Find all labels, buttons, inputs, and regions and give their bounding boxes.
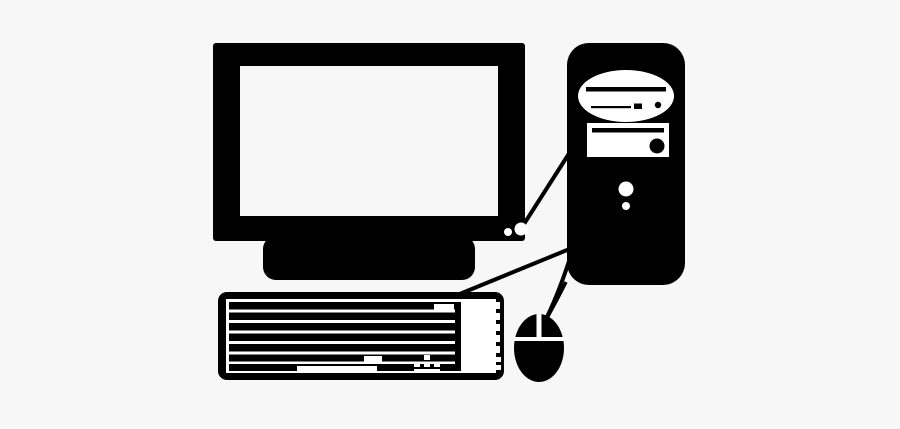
mouse-button-seam <box>514 337 564 341</box>
secondary-drive-button-icon <box>649 138 665 154</box>
numpad-key <box>475 324 482 331</box>
tower-case <box>567 43 685 285</box>
monitor-led-small-icon <box>504 228 512 236</box>
numpad-key <box>496 357 501 362</box>
keyboard-row-endcap <box>455 302 461 371</box>
keyboard-mod-key <box>434 362 440 367</box>
keyboard-row <box>229 323 455 331</box>
keyboard-cable <box>444 246 573 302</box>
keyboard-mod-key <box>414 369 440 373</box>
monitor-cable <box>522 150 572 226</box>
numpad-key <box>485 346 492 353</box>
monitor-power-button-icon <box>514 222 528 236</box>
monitor-screen <box>240 66 498 216</box>
numpad-key <box>465 346 472 353</box>
numpad-key <box>485 324 492 331</box>
keyboard-mod-key <box>424 355 430 360</box>
secondary-drive-slot <box>592 128 664 133</box>
mouse-cable-tail <box>545 281 568 319</box>
keyboard-spacebar <box>297 366 377 372</box>
numpad-key <box>475 313 482 320</box>
optical-drive-line <box>591 106 631 109</box>
numpad-key <box>495 346 500 353</box>
keyboard-row <box>229 354 455 362</box>
numpad-key <box>465 313 472 320</box>
mouse-button-divider <box>536 314 542 340</box>
mouse-body <box>514 314 564 382</box>
keyboard-numpad <box>465 302 501 370</box>
keyboard-row <box>229 302 455 310</box>
optical-eject-button-icon <box>654 101 662 109</box>
monitor <box>213 43 528 280</box>
numpad-key <box>495 335 500 342</box>
keyboard-row <box>229 344 455 352</box>
optical-drive-indicator <box>634 103 642 109</box>
numpad-key <box>465 302 472 309</box>
numpad-key <box>465 335 472 342</box>
numpad-key <box>485 335 492 342</box>
optical-drive-slot <box>586 87 666 92</box>
keyboard <box>218 292 504 380</box>
numpad-key <box>495 302 500 309</box>
numpad-key <box>496 365 501 370</box>
numpad-key <box>485 313 492 320</box>
numpad-key <box>485 302 492 309</box>
keyboard-enter-key <box>364 356 382 362</box>
keyboard-modifier-cluster <box>414 355 440 373</box>
tower-power-button-icon <box>618 181 634 197</box>
numpad-zero-key <box>465 359 492 368</box>
numpad-key <box>475 346 482 353</box>
keyboard-mod-key <box>424 362 430 367</box>
keyboard-row <box>229 333 455 341</box>
tower-power-led-icon <box>622 202 630 210</box>
keyboard-mod-key <box>414 362 420 367</box>
mouse <box>514 281 568 382</box>
monitor-stand-base <box>263 236 475 280</box>
numpad-key <box>475 302 482 309</box>
numpad-key <box>495 324 500 331</box>
keyboard-row <box>229 312 455 320</box>
numpad-key <box>475 335 482 342</box>
optical-drive-bay <box>578 70 674 122</box>
numpad-key <box>495 313 500 320</box>
keyboard-backspace-key <box>434 304 454 310</box>
numpad-key <box>465 324 472 331</box>
